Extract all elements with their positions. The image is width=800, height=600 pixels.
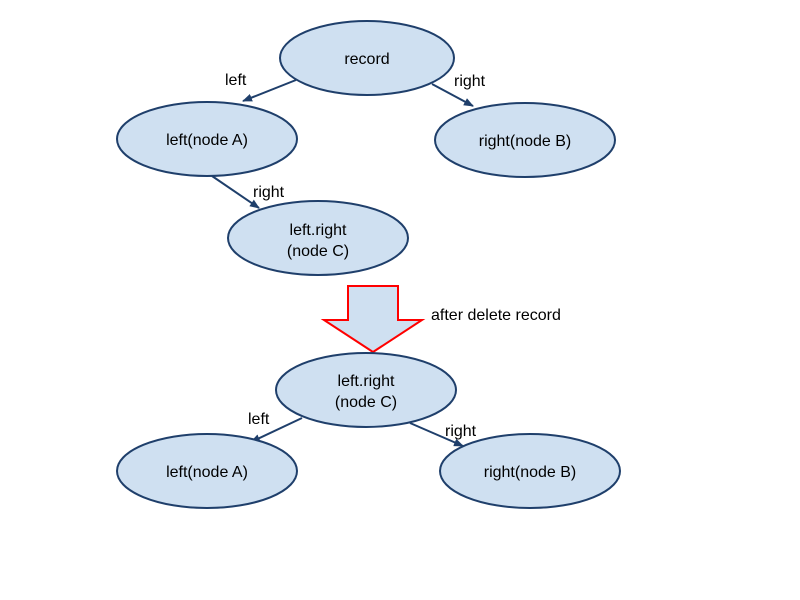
node-after-root-c: left.right (node C) — [275, 352, 457, 428]
node-left-right-c: left.right (node C) — [227, 200, 409, 276]
node-after-root-line2: (node C) — [335, 394, 397, 411]
edge-left-to-leftright — [211, 175, 260, 209]
node-after-left-a-label: left(node A) — [166, 464, 248, 481]
node-after-right-b-label: right(node B) — [484, 464, 577, 481]
edge-label-left: left — [225, 72, 247, 89]
edge-record-to-right — [431, 83, 474, 107]
node-left-a: left(node A) — [116, 101, 298, 177]
node-after-left-a: left(node A) — [116, 433, 298, 509]
node-left-a-label: left(node A) — [166, 132, 248, 149]
node-record: record — [279, 20, 455, 96]
node-right-b: right(node B) — [434, 102, 616, 178]
node-record-label: record — [344, 51, 389, 68]
edge-label-after-left: left — [248, 411, 270, 428]
edge-after-root-to-left — [250, 417, 303, 443]
edge-record-to-left — [242, 79, 297, 102]
edge-label-left-right: right — [253, 184, 285, 201]
down-arrow-icon — [320, 285, 426, 354]
node-right-b-label: right(node B) — [479, 133, 572, 150]
edge-after-root-to-right — [409, 422, 464, 447]
node-after-root-line1: left.right — [338, 373, 395, 390]
node-after-right-b: right(node B) — [439, 433, 621, 509]
node-left-right-c-line2: (node C) — [287, 243, 349, 260]
edge-label-after-right: right — [445, 423, 477, 440]
edge-label-right: right — [454, 73, 486, 90]
node-left-right-c-line1: left.right — [290, 222, 347, 239]
transition-label: after delete record — [431, 307, 561, 324]
